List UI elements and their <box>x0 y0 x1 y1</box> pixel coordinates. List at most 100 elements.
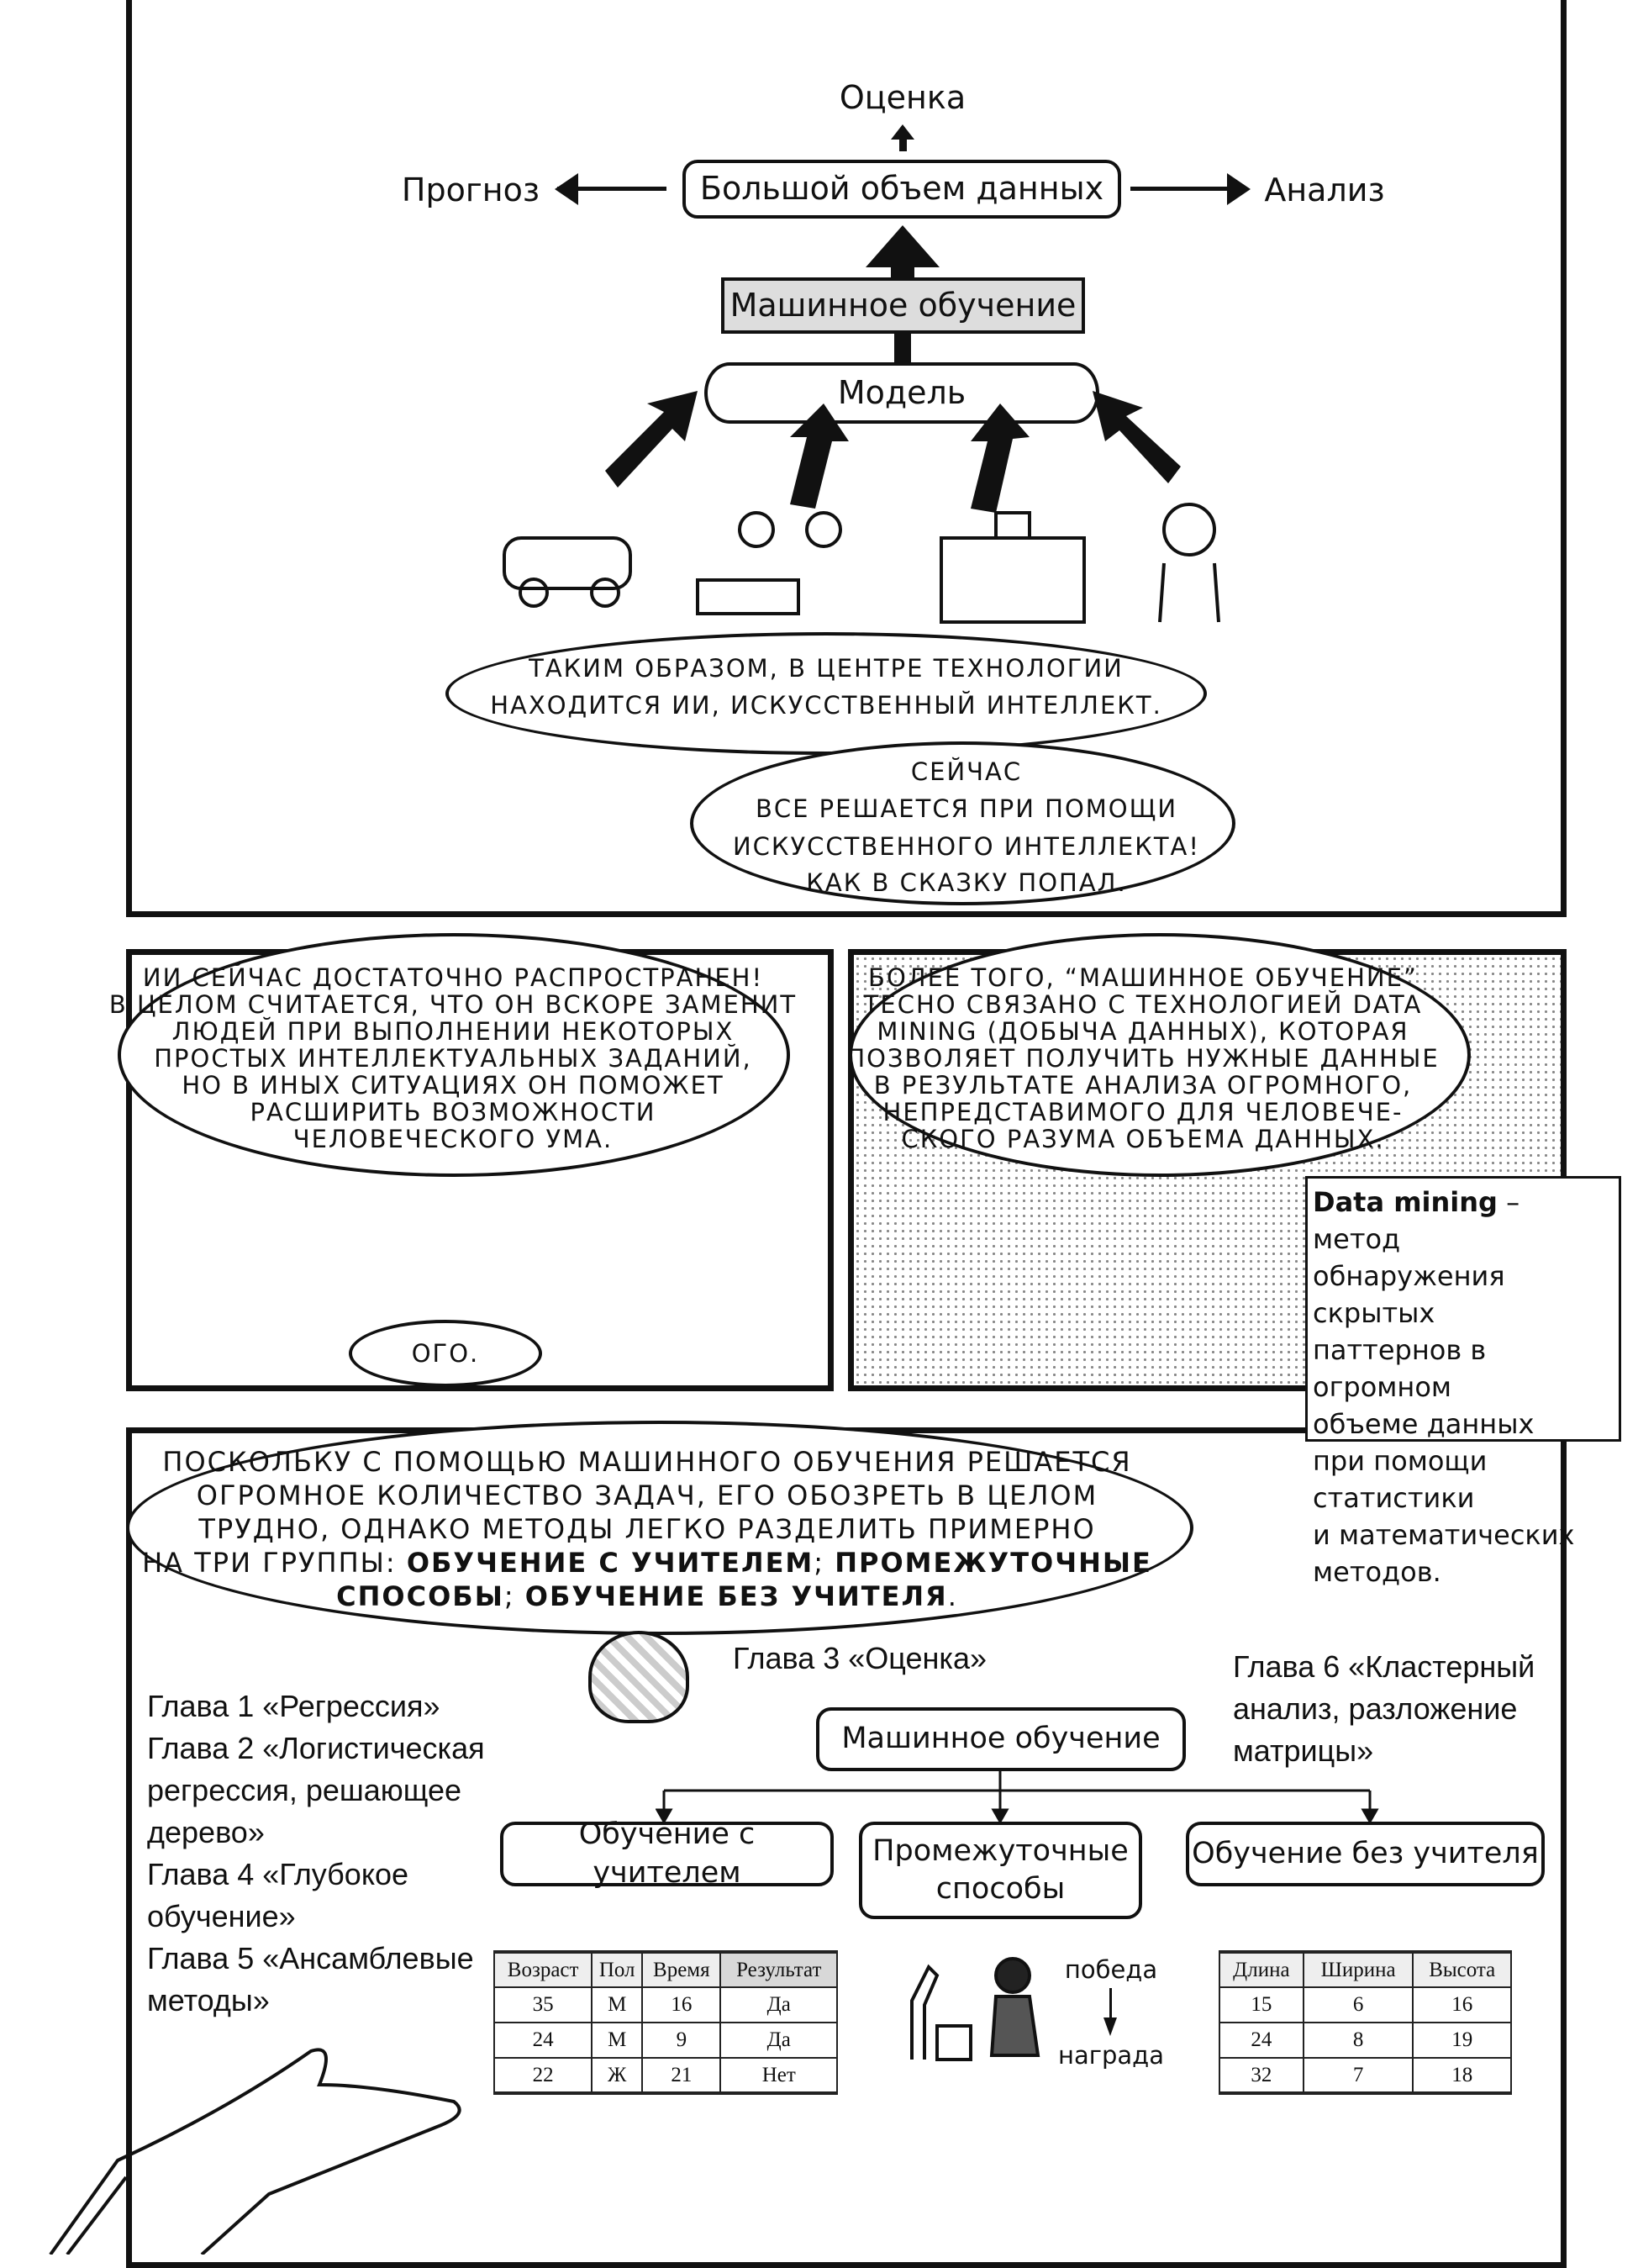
chapter-3-label: Глава 3 «Оценка» <box>733 1641 987 1675</box>
cell: 21 <box>641 2057 722 2094</box>
speech-line: ПОСКОЛЬКУ С ПОМОЩЬЮ МАШИННОГО ОБУЧЕНИЯ Р… <box>162 1446 1132 1478</box>
cell: 24 <box>1219 2022 1304 2059</box>
cell: 19 <box>1412 2022 1512 2059</box>
speech-bubble-3 <box>118 933 790 1177</box>
header-cell: Ширина <box>1302 1951 1414 1988</box>
cell: 18 <box>1412 2057 1512 2094</box>
arrow-stem <box>894 334 911 364</box>
speech-line: НЕПРЕДСТАВИМОГО ДЛЯ ЧЕЛОВЕЧЕ- <box>882 1098 1404 1126</box>
note-line: обнаружения скрытых <box>1313 1260 1505 1329</box>
note-line: паттернов в огромном <box>1313 1334 1487 1403</box>
chapter-line: Глава 1 «Регрессия» <box>147 1689 440 1723</box>
speech-line: В ЦЕЛОМ СЧИТАЕТСЯ, ЧТО ОН ВСКОРЕ ЗАМЕНИТ <box>108 990 798 1019</box>
analysis-label: Анализ <box>1264 171 1385 208</box>
cell: Нет <box>719 2057 838 2094</box>
tree-connectors <box>656 1770 1379 1825</box>
speech-line: СПОСОБЫ; ОБУЧЕНИЕ БЕЗ УЧИТЕЛЯ. <box>336 1580 958 1612</box>
machine-learning-box: Машинное обучение <box>721 277 1085 334</box>
cell: 16 <box>1412 1986 1512 2023</box>
speech-line: РАСШИРИТЬ ВОЗМОЖНОСТИ <box>250 1098 656 1126</box>
speech-line: ЧЕЛОВЕЧЕСКОГО УМА. <box>292 1125 614 1153</box>
header-cell: Время <box>641 1951 722 1988</box>
forecast-label: Прогноз <box>401 171 540 208</box>
speech-bubble-2 <box>690 741 1235 905</box>
ml-root-box: Машинное обучение <box>816 1707 1186 1771</box>
note-text: – метод <box>1313 1186 1520 1255</box>
speech-line: ИСКУССТВЕННОГО ИНТЕЛЛЕКТА! <box>732 832 1201 861</box>
note-line: и математических <box>1313 1519 1575 1551</box>
victory-label: победа <box>1064 1955 1158 1984</box>
speech-bubble-5 <box>849 933 1471 1177</box>
evaluation-label: Оценка <box>839 79 966 116</box>
arrow-right-head <box>1227 173 1251 205</box>
chapter-line: анализ, разложение <box>1233 1691 1518 1726</box>
cell: 24 <box>492 2022 593 2059</box>
robot-and-player-illustration <box>910 1957 1040 2061</box>
big-arrow-up-icon <box>866 225 940 267</box>
text: ; <box>814 1547 835 1579</box>
cell: М <box>591 2022 644 2059</box>
speech-bubble-6 <box>126 1421 1193 1635</box>
illustrations-strip <box>503 503 1220 624</box>
text: НА ТРИ ГРУППЫ: <box>142 1547 407 1579</box>
box-line: Промежуточные <box>872 1833 1129 1868</box>
table-header-row: Возраст Пол Время Результат <box>492 1951 838 1988</box>
speech-line: КАК В СКАЗКУ ПОПАЛ. <box>806 868 1127 897</box>
note-term: Data mining <box>1313 1186 1498 1218</box>
cell: Ж <box>591 2057 644 2094</box>
detective-character <box>588 1631 689 1723</box>
speech-line: ПРОСТЫХ ИНТЕЛЛЕКТУАЛЬНЫХ ЗАДАНИЙ, <box>154 1044 752 1073</box>
cell: 6 <box>1302 1986 1414 2023</box>
arrow-down-head <box>1103 2017 1117 2036</box>
hand-illustration <box>49 2048 461 2255</box>
cell: 8 <box>1302 2022 1414 2059</box>
cell: Да <box>719 2022 838 2059</box>
intermediate-box: Промежуточные способы <box>859 1822 1142 1919</box>
arrow-stem <box>899 138 907 151</box>
note-line: объеме данных <box>1313 1408 1535 1440</box>
chapter-line: Глава 5 «Ансамблевые <box>147 1941 474 1975</box>
cell: Да <box>719 1986 838 2023</box>
speech-line: MINING (ДОБЫЧА ДАННЫХ), КОТОРАЯ <box>877 1017 1409 1046</box>
speech-line: ТЕСНО СВЯЗАНО С ТЕХНОЛОГИЕЙ DATA <box>863 990 1423 1019</box>
speech-line: ТРУДНО, ОДНАКО МЕТОДЫ ЛЕГКО РАЗДЕЛИТЬ ПР… <box>198 1513 1096 1545</box>
arrow-left-icon <box>557 187 666 191</box>
header-cell: Результат <box>719 1951 838 1988</box>
supervised-box: Обучение с учителем <box>500 1817 834 1890</box>
arrow-down-icon <box>1109 1988 1112 2022</box>
chapter-line: обучение» <box>147 1899 296 1933</box>
arrow-stem <box>891 266 914 279</box>
input-arrows-icon <box>605 391 1181 513</box>
speech-line: НАХОДИТСЯ ИИ, ИСКУССТВЕННЫЙ ИНТЕЛЛЕКТ. <box>490 691 1162 720</box>
cell: 15 <box>1219 1986 1304 2023</box>
speech-line: НО В ИНЫХ СИТУАЦИЯХ ОН ПОМОЖЕТ <box>182 1071 724 1100</box>
speech-line: ТАКИМ ОБРАЗОМ, В ЦЕНТРЕ ТЕХНОЛОГИИ <box>529 654 1124 683</box>
text: ; <box>503 1580 525 1612</box>
cell: 22 <box>492 2057 593 2094</box>
speech-line: БОЛЕЕ ТОГО, “МАШИННОЕ ОБУЧЕНИЕ” <box>868 963 1418 992</box>
chapter-line: матрицы» <box>1233 1733 1374 1768</box>
text: . <box>947 1580 958 1612</box>
chapter-line: регрессия, решающее <box>147 1773 462 1807</box>
speech-line: НА ТРИ ГРУППЫ: ОБУЧЕНИЕ С УЧИТЕЛЕМ; ПРОМ… <box>142 1548 1152 1578</box>
box-line: способы <box>935 1872 1066 1906</box>
arrow-up-icon <box>891 124 914 140</box>
arrow-right-icon <box>1130 187 1231 191</box>
note-line: при помощи статистики <box>1313 1445 1488 1514</box>
cell: М <box>591 1986 644 2023</box>
table-header-row: Длина Ширина Высота <box>1219 1951 1512 1988</box>
chapter-line: Глава 6 «Кластерный <box>1233 1649 1535 1684</box>
cell: 16 <box>641 1986 722 2023</box>
speech-line: ВСЕ РЕШАЕТСЯ ПРИ ПОМОЩИ <box>755 794 1178 823</box>
speech-line: СКОГО РАЗУМА ОБЪЕМА ДАННЫХ. <box>901 1125 1385 1153</box>
chapter-line: Глава 2 «Логистическая <box>147 1731 485 1765</box>
chapter-line: дерево» <box>147 1815 265 1849</box>
speech-line: ОГО. <box>411 1339 480 1368</box>
speech-line: ИИ СЕЙЧАС ДОСТАТОЧНО РАСПРОСТРАНЕН! <box>142 963 764 992</box>
cell: 7 <box>1302 2057 1414 2094</box>
